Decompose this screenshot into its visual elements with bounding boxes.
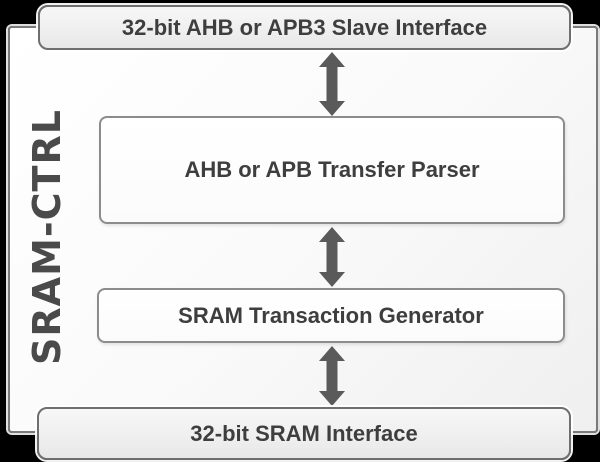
block-transfer-parser-label: AHB or APB Transfer Parser xyxy=(184,157,480,182)
block-transfer-parser: AHB or APB Transfer Parser xyxy=(99,116,565,224)
block-sram-interface-label: 32-bit SRAM Interface xyxy=(190,420,418,446)
block-transaction-generator-label: SRAM Transaction Generator xyxy=(178,302,484,328)
block-sram-interface: 32-bit SRAM Interface xyxy=(37,407,571,460)
bidirectional-arrow-icon xyxy=(318,227,346,287)
block-transaction-generator: SRAM Transaction Generator xyxy=(97,288,565,343)
sram-ctrl-container-box xyxy=(8,26,598,433)
diagram-title-vertical: SRAM-CTRL xyxy=(25,109,69,365)
block-slave-interface-label: 32-bit AHB or APB3 Slave Interface xyxy=(121,14,488,40)
block-slave-interface: 32-bit AHB or APB3 Slave Interface xyxy=(38,5,571,50)
bidirectional-arrow-icon xyxy=(318,346,346,406)
bidirectional-arrow-icon xyxy=(318,52,346,116)
